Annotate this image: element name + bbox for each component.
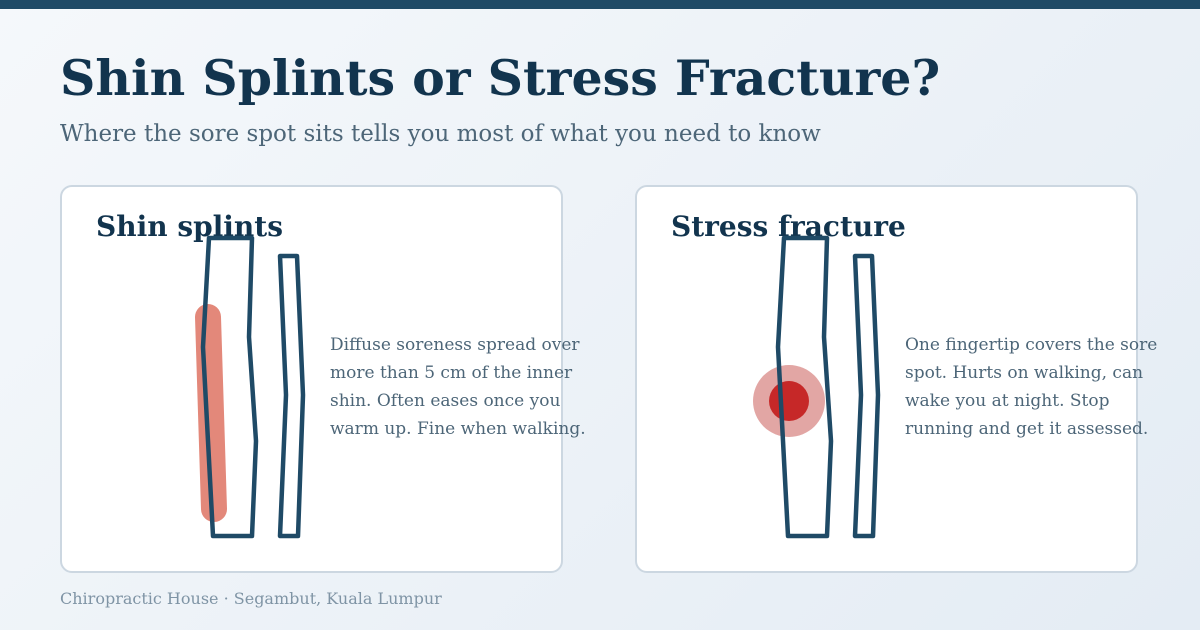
shin-splints-card: Shin splints Diffuse soreness spread ove…: [60, 185, 586, 573]
tibia-bone: [200, 235, 259, 539]
stress-fracture-card: Stress fracture One fingertip covers the…: [635, 185, 1157, 573]
fibula-bone: [852, 253, 881, 539]
stress-fracture-description: One fingertip covers the sore spot. Hurt…: [905, 335, 1158, 439]
top-accent-bar: [0, 0, 1200, 9]
focal-pain-point: [769, 381, 809, 421]
page-title: Shin Splints or Stress Fracture?: [60, 49, 941, 107]
tibia-bone: [775, 235, 834, 539]
page-subtitle: Where the sore spot sits tells you most …: [60, 121, 821, 147]
shin-diagram: [753, 235, 881, 539]
footer-credit: Chiropractic House · Segambut, Kuala Lum…: [60, 589, 442, 608]
shin-diagram: [195, 235, 306, 539]
shin-splints-description: Diffuse soreness spread over more than 5…: [330, 335, 586, 439]
diffuse-pain-band: [195, 304, 227, 522]
fibula-bone: [277, 253, 306, 539]
